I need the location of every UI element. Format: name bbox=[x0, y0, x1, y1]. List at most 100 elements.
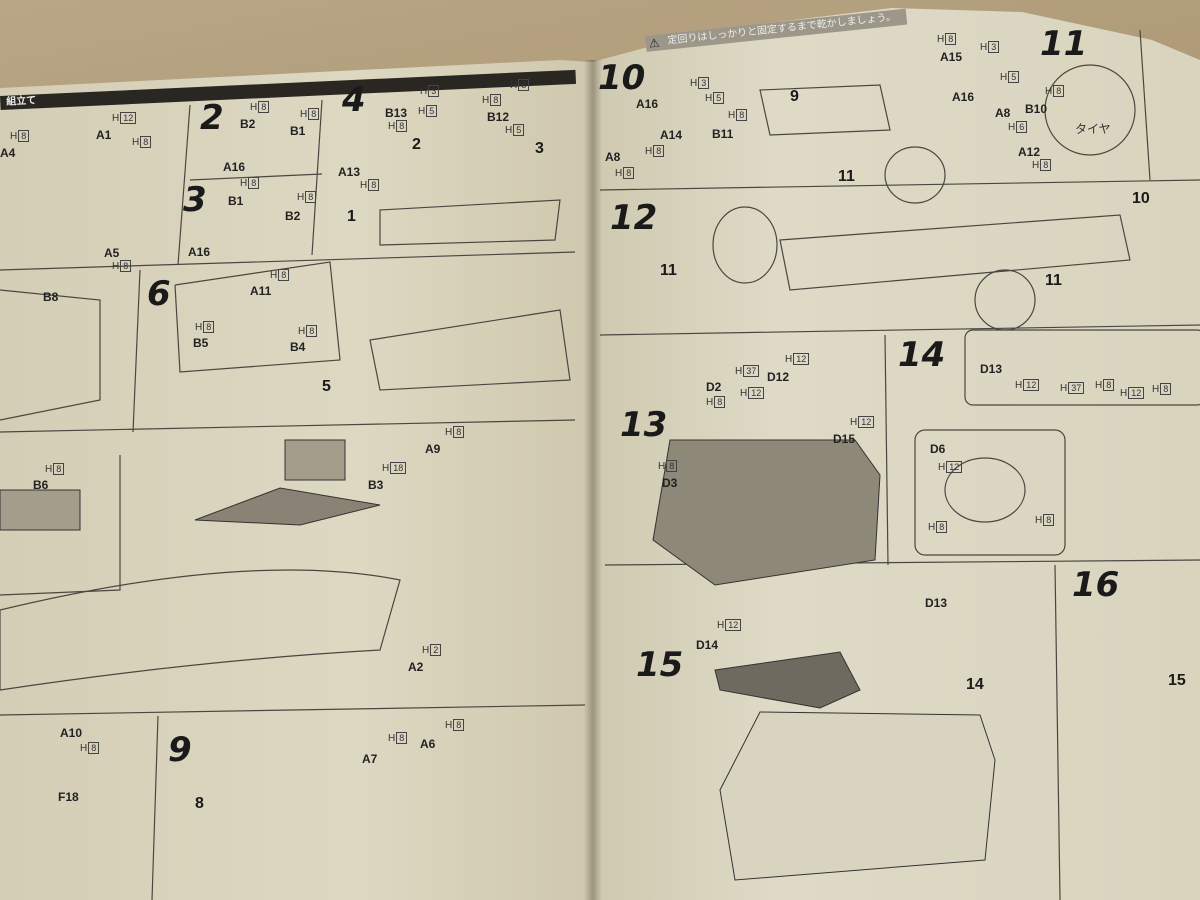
part-label: D14 bbox=[696, 638, 719, 652]
part-label: D2 bbox=[706, 380, 722, 394]
part-label: A2 bbox=[408, 660, 424, 674]
part-label: B1 bbox=[228, 194, 244, 208]
step-number: 5 bbox=[322, 378, 331, 395]
part-label: A9 bbox=[425, 442, 441, 456]
tire-label: タイヤ bbox=[1075, 122, 1111, 136]
step-number: 3 bbox=[183, 180, 207, 220]
part-label: A13 bbox=[338, 165, 361, 179]
part-label: A10 bbox=[60, 726, 83, 740]
step-reference: 10 bbox=[1132, 190, 1150, 207]
part-label: D3 bbox=[662, 476, 678, 490]
part-label: B3 bbox=[368, 478, 384, 492]
part-label: A15 bbox=[940, 50, 963, 64]
part-label: A11 bbox=[250, 284, 272, 298]
step-reference: 3 bbox=[535, 140, 544, 157]
part-label: D13 bbox=[925, 596, 948, 610]
part-label: A8 bbox=[605, 150, 621, 164]
part-label: A6 bbox=[420, 737, 436, 751]
step-reference: 15 bbox=[1168, 672, 1186, 689]
step-reference: 11 bbox=[1045, 272, 1062, 289]
warning-icon: ⚠ bbox=[648, 35, 661, 51]
part-label: A8 bbox=[995, 106, 1011, 120]
part-label: A1 bbox=[96, 128, 112, 142]
part-label: B12 bbox=[487, 110, 510, 124]
step-reference: 1 bbox=[347, 208, 356, 225]
step-reference: 8 bbox=[195, 795, 204, 812]
step-reference: 2 bbox=[412, 136, 421, 153]
part-label: B13 bbox=[385, 106, 408, 120]
step-reference: 14 bbox=[966, 676, 984, 693]
part-label: A7 bbox=[362, 752, 378, 766]
part-label: B5 bbox=[193, 336, 209, 350]
part-label: D6 bbox=[930, 442, 946, 456]
step-number: 13 bbox=[620, 405, 668, 445]
step-number: 9 bbox=[168, 730, 192, 770]
part-label: B11 bbox=[712, 127, 734, 141]
part-label: B4 bbox=[290, 340, 306, 354]
part-label: B1 bbox=[290, 124, 306, 138]
part-label: B2 bbox=[285, 209, 301, 223]
part-label: B10 bbox=[1025, 102, 1048, 116]
part-label: A14 bbox=[660, 128, 683, 142]
page-gutter bbox=[584, 60, 602, 900]
step-number: 4 bbox=[342, 80, 366, 120]
part-label: A16 bbox=[223, 160, 246, 174]
step-reference: 11 bbox=[838, 168, 855, 185]
step-reference: 11 bbox=[660, 262, 677, 279]
step-number: 15 bbox=[636, 645, 684, 685]
step-number: 14 bbox=[898, 335, 946, 375]
part-label: A16 bbox=[636, 97, 659, 111]
part-label: D13 bbox=[980, 362, 1003, 376]
step-number: 2 bbox=[200, 98, 224, 138]
part-label: A4 bbox=[0, 146, 16, 160]
part-label: B8 bbox=[43, 290, 59, 304]
